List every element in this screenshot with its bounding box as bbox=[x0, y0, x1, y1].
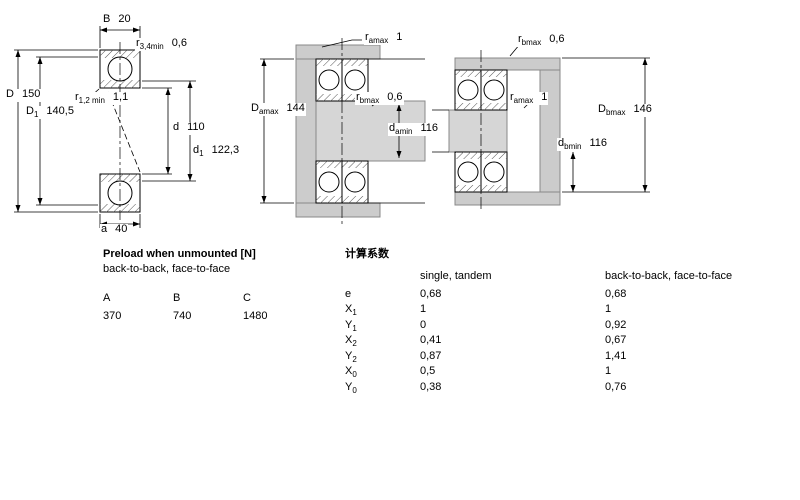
ball bbox=[318, 171, 340, 193]
ball bbox=[483, 161, 505, 183]
ball bbox=[457, 161, 479, 183]
factors-col-single-tandem: single, tandem bbox=[420, 270, 492, 282]
preload-title: Preload when unmounted [N] bbox=[103, 248, 256, 260]
preload-col-b: B bbox=[173, 292, 181, 304]
preload-table: Preload when unmounted [N] back-to-back,… bbox=[103, 248, 333, 338]
factors-title: 计算系数 bbox=[345, 248, 389, 260]
contact-angle-line bbox=[107, 91, 141, 173]
factors-table: 计算系数 single, tandem back-to-back, face-t… bbox=[345, 248, 733, 396]
preload-value-c: 1480 bbox=[243, 310, 268, 322]
preload-col-c: C bbox=[243, 292, 251, 304]
preload-value-a: 370 bbox=[103, 310, 122, 322]
ball bbox=[318, 69, 340, 91]
ball bbox=[344, 69, 366, 91]
ball bbox=[483, 79, 505, 101]
arrangement-figure-left bbox=[295, 38, 426, 224]
preload-value-b: 740 bbox=[173, 310, 192, 322]
preload-col-a: A bbox=[103, 292, 111, 304]
bearing-cross-section-figure bbox=[99, 42, 141, 220]
dimension-lines-right bbox=[509, 43, 650, 193]
arrangement-figure-right bbox=[432, 50, 561, 212]
preload-subtitle: back-to-back, face-to-face bbox=[103, 263, 231, 275]
factors-col-back-to-back: back-to-back, face-to-face bbox=[605, 270, 733, 282]
leader-ramax bbox=[321, 39, 362, 48]
ball bbox=[457, 79, 479, 101]
ball bbox=[344, 171, 366, 193]
